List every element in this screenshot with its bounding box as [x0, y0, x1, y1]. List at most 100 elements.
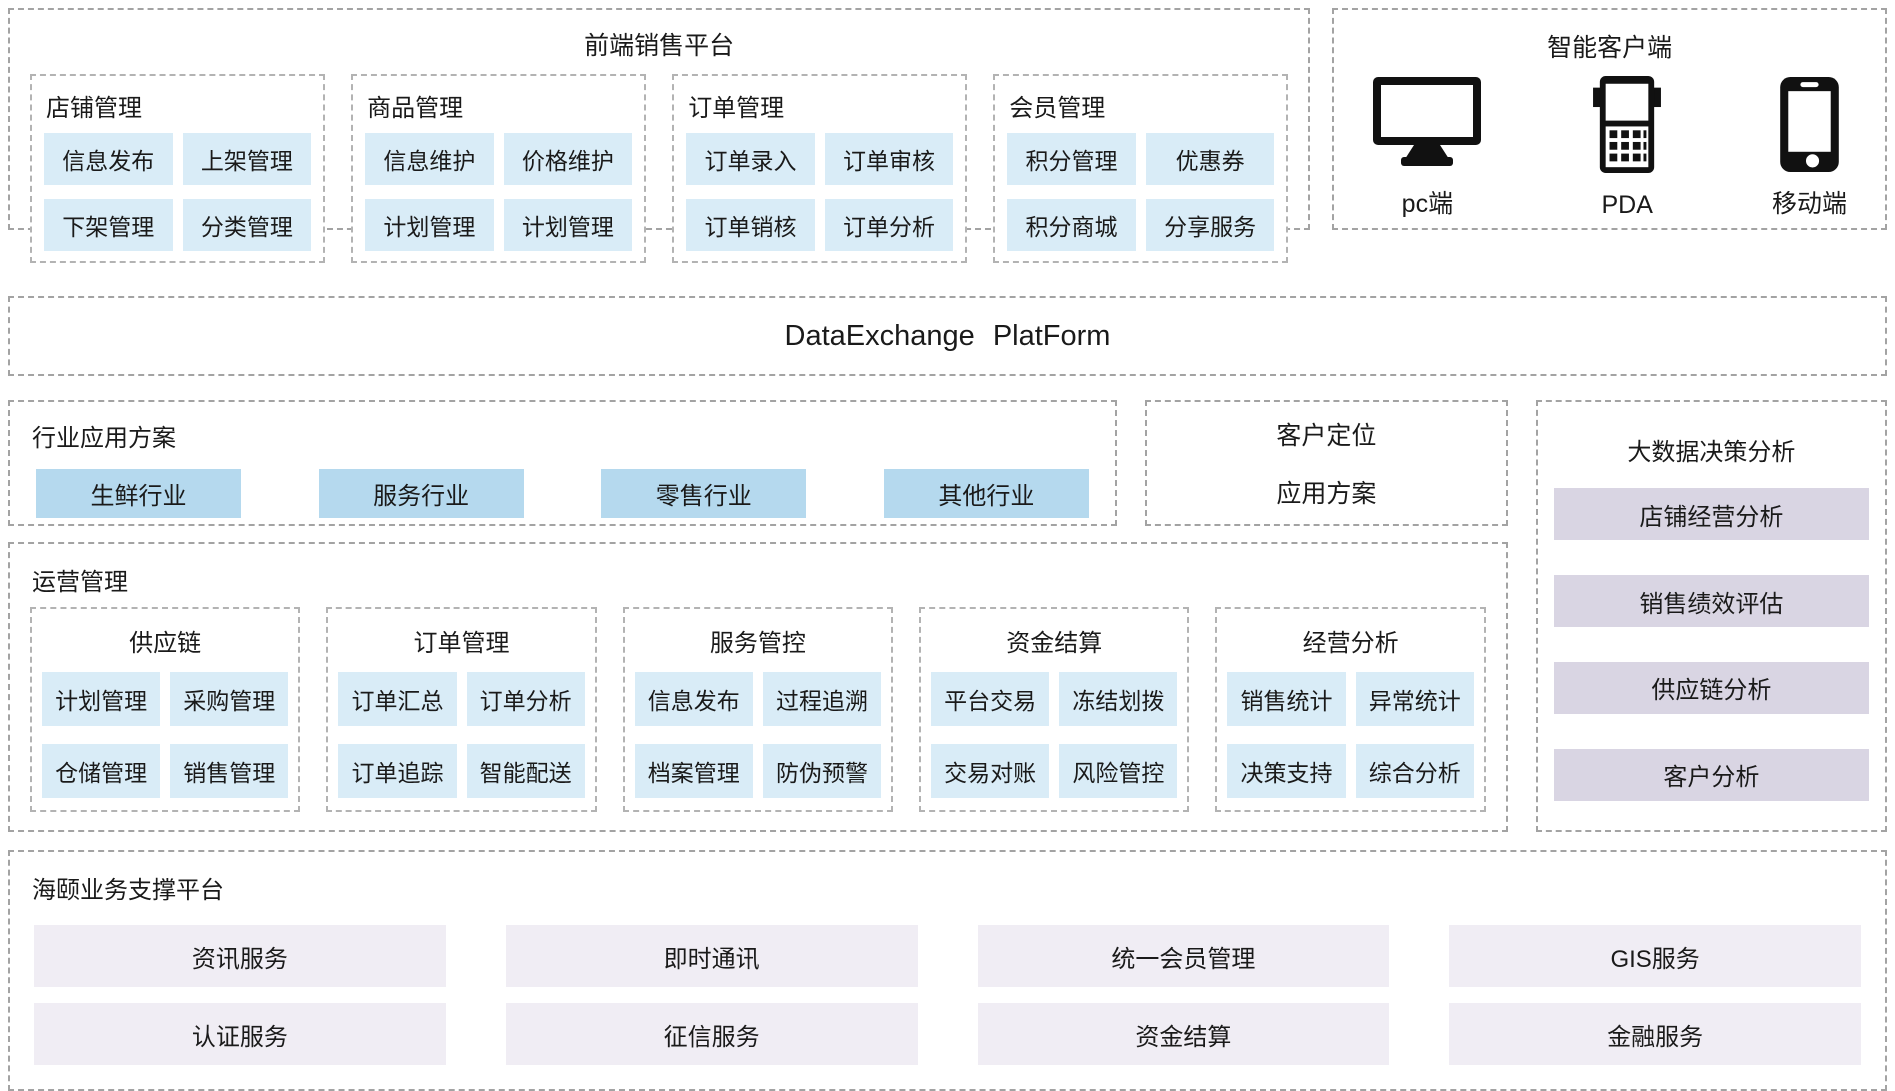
group-shop-management: 店铺管理 信息发布 上架管理 下架管理 分类管理	[30, 74, 326, 263]
module-chip: 采购管理	[170, 672, 289, 726]
chip-grid: 积分管理 优惠券 积分商城 分享服务	[1007, 133, 1275, 251]
group-member-management: 会员管理 积分管理 优惠券 积分商城 分享服务	[993, 74, 1289, 263]
module-chip: 订单分析	[466, 672, 585, 726]
module-chip: 销售统计	[1227, 672, 1346, 726]
module-chip: 销售管理	[170, 744, 289, 798]
big-data-analysis-title: 大数据决策分析	[1627, 439, 1796, 466]
industry-item: 服务行业	[318, 469, 524, 518]
front-sales-platform-title: 前端销售平台	[584, 32, 735, 60]
support-platform-panel: 海颐业务支撑平台 资讯服务 即时通讯 统一会员管理 GIS服务 认证服务 征信服…	[8, 850, 1887, 1091]
group-order-management: 订单管理 订单录入 订单审核 订单销核 订单分析	[672, 74, 968, 263]
middle-region: 行业应用方案 生鲜行业 服务行业 零售行业 其他行业 客户定位 应用方案 运营管…	[8, 400, 1887, 832]
smart-client-panel: 智能客户端 pc端	[1332, 8, 1887, 230]
group-title: 供应链	[129, 630, 202, 657]
top-row: 前端销售平台 店铺管理 信息发布 上架管理 下架管理 分类管理 商品管理 信息维…	[8, 8, 1887, 263]
chip-grid: 信息维护 价格维护 计划管理 计划管理	[365, 133, 633, 251]
support-service: GIS服务	[1449, 925, 1861, 987]
module-chip: 优惠券	[1145, 133, 1275, 185]
support-service: 即时通讯	[505, 925, 918, 987]
group-title: 订单管理	[413, 630, 510, 657]
operations-management-panel: 运营管理 供应链 计划管理 采购管理 仓储管理 销售管理 订单管理	[8, 542, 1508, 832]
group-title: 商品管理	[367, 95, 464, 122]
group-service-control: 服务管控 信息发布 过程追溯 档案管理 防伪预警	[622, 607, 894, 812]
group-title: 店铺管理	[46, 95, 142, 122]
module-chip: 异常统计	[1355, 672, 1474, 726]
chip-grid: 信息发布 过程追溯 档案管理 防伪预警	[634, 672, 882, 798]
support-service: 资金结算	[977, 1003, 1390, 1065]
customer-positioning-line1: 客户定位	[1276, 422, 1377, 450]
data-exchange-platform-title: DataExchange PlatForm	[784, 319, 1111, 352]
industry-buttons: 生鲜行业 服务行业 零售行业 其他行业	[36, 469, 1089, 518]
module-chip: 过程追溯	[762, 672, 882, 726]
module-chip: 上架管理	[182, 133, 312, 185]
industry-solutions-title: 行业应用方案	[32, 425, 176, 452]
module-chip: 防伪预警	[762, 744, 882, 798]
device-pc: pc端	[1372, 68, 1482, 220]
module-chip: 订单销核	[686, 199, 815, 251]
module-chip: 计划管理	[503, 199, 633, 251]
group-product-management: 商品管理 信息维护 价格维护 计划管理 计划管理	[351, 74, 647, 263]
module-chip: 分享服务	[1145, 199, 1275, 251]
module-chip: 智能配送	[466, 744, 585, 798]
desktop-monitor-icon	[1372, 76, 1482, 168]
support-service: 资讯服务	[34, 925, 446, 987]
solutions-row: 行业应用方案 生鲜行业 服务行业 零售行业 其他行业 客户定位 应用方案	[8, 400, 1508, 526]
industry-item: 生鲜行业	[36, 469, 241, 518]
module-chip: 档案管理	[634, 744, 753, 798]
smartphone-icon	[1779, 76, 1840, 173]
module-chip: 冻结划拨	[1059, 672, 1178, 726]
group-ops-order-management: 订单管理 订单汇总 订单分析 订单追踪 智能配送	[326, 607, 597, 812]
group-title: 订单管理	[688, 95, 785, 122]
module-chip: 交易对账	[931, 744, 1050, 798]
industry-item: 其他行业	[883, 469, 1089, 518]
industry-item: 零售行业	[601, 469, 807, 518]
group-title: 资金结算	[1006, 630, 1103, 657]
support-service: 统一会员管理	[977, 925, 1390, 987]
chip-grid: 销售统计 异常统计 决策支持 综合分析	[1227, 672, 1474, 798]
group-title: 服务管控	[709, 630, 806, 657]
data-exchange-platform-band: DataExchange PlatForm	[8, 296, 1887, 376]
module-chip: 综合分析	[1355, 744, 1474, 798]
module-chip: 信息发布	[44, 133, 173, 185]
customer-positioning-panel: 客户定位 应用方案	[1144, 400, 1508, 526]
module-chip: 平台交易	[931, 672, 1050, 726]
support-service: 金融服务	[1449, 1003, 1861, 1065]
analysis-chip: 店铺经营分析	[1553, 488, 1869, 541]
analysis-chip: 客户分析	[1553, 748, 1869, 801]
support-service: 征信服务	[505, 1003, 918, 1065]
device-mobile: 移动端	[1772, 68, 1847, 220]
middle-left-column: 行业应用方案 生鲜行业 服务行业 零售行业 其他行业 客户定位 应用方案 运营管…	[8, 400, 1508, 832]
module-chip: 积分管理	[1007, 133, 1136, 185]
industry-solutions-panel: 行业应用方案 生鲜行业 服务行业 零售行业 其他行业	[8, 400, 1117, 526]
analysis-chip: 销售绩效评估	[1553, 575, 1869, 628]
module-chip: 订单追踪	[338, 744, 457, 798]
module-chip: 决策支持	[1227, 744, 1346, 798]
group-title: 经营分析	[1302, 630, 1399, 657]
device-label: PDA	[1601, 191, 1653, 219]
chip-grid: 计划管理 采购管理 仓储管理 销售管理	[42, 672, 289, 798]
module-chip: 订单录入	[686, 133, 815, 185]
operations-groups: 供应链 计划管理 采购管理 仓储管理 销售管理 订单管理 订单汇总 订单分析	[24, 607, 1492, 812]
module-chip: 订单分析	[824, 199, 954, 251]
big-data-analysis-items: 店铺经营分析 销售绩效评估 供应链分析 客户分析	[1553, 471, 1869, 818]
module-chip: 订单审核	[824, 133, 954, 185]
front-sales-platform-groups: 店铺管理 信息发布 上架管理 下架管理 分类管理 商品管理 信息维护 价格维护 …	[22, 74, 1296, 263]
module-chip: 订单汇总	[338, 672, 457, 726]
device-pda: PDA	[1593, 68, 1662, 220]
pda-device-icon	[1593, 76, 1662, 173]
module-chip: 信息维护	[365, 133, 494, 185]
chip-grid: 订单汇总 订单分析 订单追踪 智能配送	[338, 672, 585, 798]
group-fund-settlement: 资金结算 平台交易 冻结划拨 交易对账 风险管控	[919, 607, 1190, 812]
smart-client-title: 智能客户端	[1547, 34, 1673, 62]
chip-grid: 订单录入 订单审核 订单销核 订单分析	[686, 133, 954, 251]
module-chip: 价格维护	[503, 133, 633, 185]
analysis-chip: 供应链分析	[1553, 661, 1869, 714]
support-platform-title: 海颐业务支撑平台	[32, 877, 224, 904]
module-chip: 仓储管理	[42, 744, 161, 798]
support-platform-grid: 资讯服务 即时通讯 统一会员管理 GIS服务 认证服务 征信服务 资金结算 金融…	[34, 925, 1861, 1065]
group-title: 会员管理	[1009, 95, 1106, 122]
operations-title: 运营管理	[32, 569, 128, 596]
module-chip: 积分商城	[1007, 199, 1136, 251]
big-data-analysis-panel: 大数据决策分析 店铺经营分析 销售绩效评估 供应链分析 客户分析	[1535, 400, 1887, 832]
